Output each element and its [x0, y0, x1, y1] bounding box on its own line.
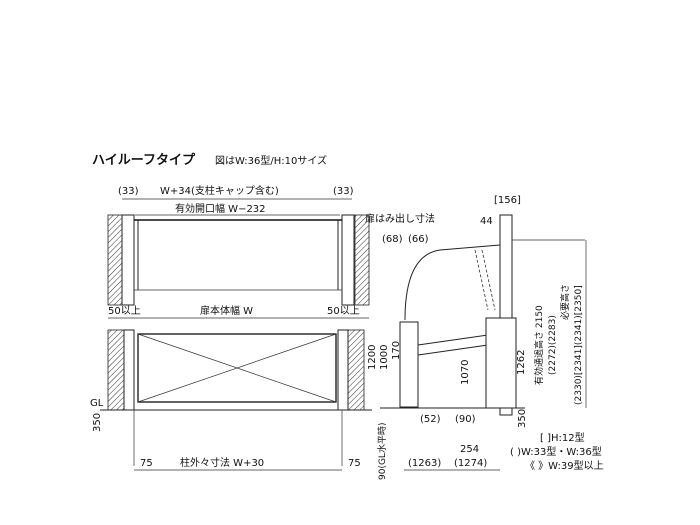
side-section: 扉はみ出し寸法 (68) (66) [156] 44 1200 1000 170… — [365, 195, 587, 480]
side-h170: 170 — [391, 341, 402, 360]
side-gl-level: 90(GL水平時) — [376, 423, 388, 480]
plan-min-right: 50以上 — [327, 305, 360, 317]
plan-view: (33) W+34(支柱キャップ含む) (33) 有効開口幅 W−232 50以… — [107, 184, 370, 319]
side-door-arc — [404, 244, 501, 321]
side-w52: (52) — [420, 414, 441, 425]
plan-right-gap: (33) — [333, 186, 354, 197]
elev-right-post — [337, 329, 349, 411]
legend-w39: 《 》W:39型以上 — [525, 459, 604, 472]
side-h350: 350 — [517, 409, 528, 428]
side-eff-height-alt: (2272)(2283) — [548, 315, 558, 375]
side-p66: (66) — [408, 234, 429, 245]
side-open-door-1 — [474, 249, 489, 311]
side-open-door-2 — [481, 249, 496, 311]
side-req-height-alt: (2330)[2341](2341)[2350] — [574, 285, 584, 405]
side-h1200: 1200 — [367, 345, 378, 370]
side-w1263: (1263) — [408, 458, 441, 469]
side-left-post — [399, 321, 419, 408]
plan-right-post — [341, 214, 355, 306]
side-w90: (90) — [455, 414, 476, 425]
elev-left-post — [123, 329, 135, 411]
side-h1070: 1070 — [460, 360, 471, 385]
elev-left-wall — [107, 329, 125, 411]
elev-post-outer: 柱外々寸法 W+30 — [180, 456, 264, 469]
legend-w33-36: ( )W:33型・W:36型 — [510, 445, 602, 458]
legend-h12: [ ]H:12型 — [540, 431, 585, 444]
plan-opening: 有効開口幅 W−232 — [175, 202, 266, 215]
side-protrude-label: 扉はみ出し寸法 — [365, 212, 435, 225]
side-p68: (68) — [382, 234, 403, 245]
front-elevation: GL 350 75 75 柱外々寸法 W+30 — [90, 329, 372, 471]
elev-gl: GL — [90, 398, 104, 409]
elev-door-panel — [137, 333, 337, 403]
side-h1262: 1262 — [516, 350, 527, 375]
plan-door-width: 扉本体幅 W — [200, 304, 253, 317]
side-door-closed-top — [417, 334, 489, 346]
plan-overall: W+34(支柱キャップ含む) — [160, 184, 279, 197]
side-w1274: (1274) — [454, 458, 487, 469]
elev-right-75: 75 — [348, 458, 361, 469]
side-req-height: 必要高さ — [559, 284, 571, 320]
plan-left-post — [121, 214, 135, 306]
side-eff-height: 有効通過高さ 2150 — [533, 305, 545, 385]
legend: [ ]H:12型 ( )W:33型・W:36型 《 》W:39型以上 — [510, 431, 604, 472]
plan-min-left: 50以上 — [108, 305, 141, 317]
elev-door-cross-2 — [137, 333, 337, 403]
elev-h350: 350 — [92, 413, 103, 432]
side-v44: 44 — [480, 216, 493, 227]
side-door-closed-bottom — [417, 344, 489, 356]
elev-left-75: 75 — [140, 458, 153, 469]
plan-left-wall — [107, 214, 123, 306]
title-main: ハイルーフタイプ — [92, 153, 196, 168]
side-top156: [156] — [494, 195, 521, 206]
side-w254: 254 — [460, 444, 479, 455]
title-sub: 図はW:36型/H:10サイズ — [215, 154, 327, 167]
plan-left-gap: (33) — [118, 186, 139, 197]
side-right-frame — [485, 317, 517, 409]
elev-right-wall — [347, 329, 365, 411]
plan-right-wall — [354, 214, 370, 306]
side-h1000: 1000 — [379, 345, 390, 370]
